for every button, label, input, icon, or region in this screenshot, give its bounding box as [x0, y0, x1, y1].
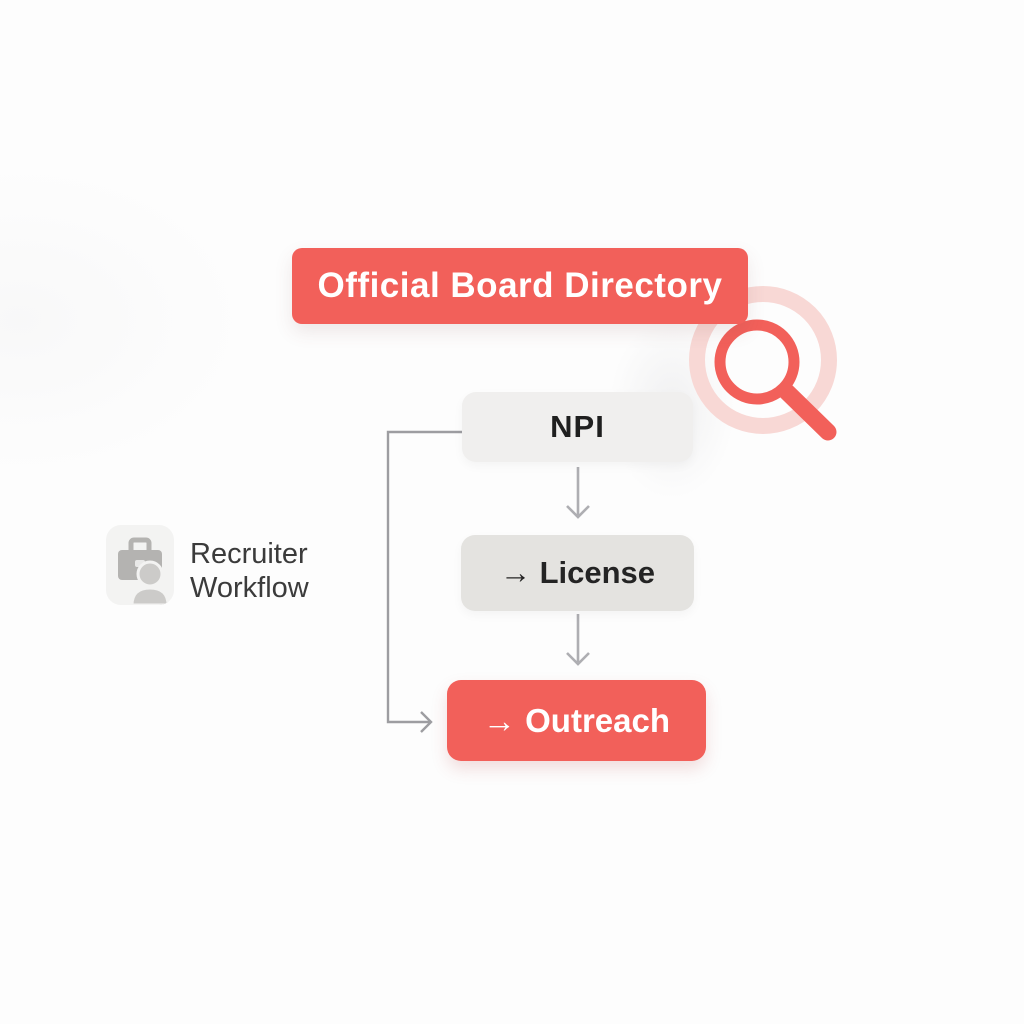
flow-node-license: → License: [461, 535, 694, 611]
search-icon: [689, 286, 837, 441]
arrow-license-to-outreach: [566, 614, 590, 666]
search-halo-ring: [689, 286, 837, 434]
magnifier-lens: [714, 319, 800, 405]
recruiter-workflow-line1: Recruiter: [190, 538, 308, 570]
flow-node-outreach: → Outreach: [447, 680, 706, 761]
magnifier-handle: [778, 383, 837, 441]
person-shoulders: [130, 586, 170, 605]
bypass-connector-npi-to-outreach: [386, 430, 464, 733]
briefcase-person-icon: [106, 525, 174, 605]
flow-node-npi-label: NPI: [550, 409, 605, 444]
banner-label: Official Board Directory: [317, 266, 723, 305]
recruiter-workflow-line2: Workflow: [190, 572, 309, 604]
flow-node-license-label: → License: [499, 555, 656, 590]
banner-official-board-directory: Official Board Directory: [292, 248, 748, 324]
flow-node-outreach-label: → Outreach: [482, 701, 671, 739]
arrow-npi-to-license: [566, 467, 590, 519]
flow-node-npi: NPI: [462, 392, 693, 462]
bypass-arrowhead: [420, 711, 433, 733]
recruiter-workflow-label: Recruiter Workflow: [190, 537, 309, 605]
person-head: [136, 560, 164, 588]
